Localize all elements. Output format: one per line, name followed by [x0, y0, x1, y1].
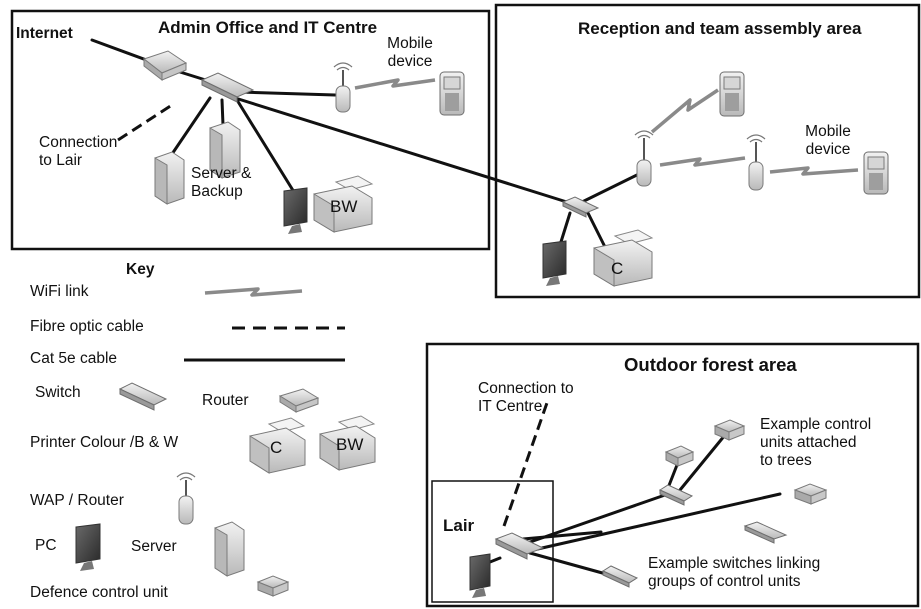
admin-office-title: Admin Office and IT Centre	[158, 18, 378, 37]
switch-icon	[118, 382, 168, 411]
control-units-line2: units attached	[760, 434, 857, 451]
mobile-device-line1: Mobile	[387, 35, 433, 52]
server-backup-line1: Server &	[191, 165, 252, 182]
key-wap-label: WAP / Router	[30, 492, 124, 509]
key-router-label: Router	[202, 392, 249, 409]
switch-icon	[601, 565, 639, 588]
connection-to-lair-line1: Connection	[39, 134, 118, 151]
key-fibre-label: Fibre optic cable	[30, 318, 144, 335]
lair-box	[431, 480, 554, 603]
control-units-label: Example control units attached to trees	[760, 416, 871, 470]
printer-colour-label: C	[611, 259, 624, 278]
switch-icon	[200, 72, 255, 103]
switches-line1: Example switches linking	[648, 555, 821, 572]
reception-box	[494, 3, 921, 299]
pc-icon	[542, 240, 567, 286]
wifi-links	[204, 78, 859, 297]
control-unit-icon	[793, 483, 828, 505]
mobile-device-icon	[719, 71, 745, 117]
key-pc-label: PC	[35, 537, 57, 554]
key-title: Key	[126, 261, 155, 278]
control-unit-icon	[664, 445, 695, 467]
connection-to-it-line1: Connection to	[478, 380, 574, 397]
server-icon	[209, 121, 241, 179]
lair-title: Lair	[443, 516, 475, 535]
server-backup-label: Server & Backup	[191, 165, 251, 201]
router-icon	[142, 50, 188, 82]
server-icon	[154, 151, 185, 205]
key-defence-label: Defence control unit	[30, 584, 168, 601]
switch-icon	[561, 196, 600, 218]
pc-icon	[469, 553, 491, 598]
pc-icon	[283, 187, 308, 234]
control-unit-icon	[256, 575, 290, 597]
router-icon	[278, 388, 320, 413]
internet-label: Internet	[16, 25, 73, 42]
switch-icon	[658, 484, 694, 506]
fibre-cables	[117, 103, 550, 527]
mobile-device-line1: Mobile	[805, 123, 851, 140]
cat5e-cables	[90, 38, 782, 576]
key-printer-bw-label: BW	[336, 435, 364, 454]
mobile-device-icon	[439, 71, 465, 116]
key-cat5e-label: Cat 5e cable	[30, 350, 118, 367]
wap-icon	[333, 62, 353, 113]
key-printer-c-label: C	[270, 438, 283, 457]
mobile-device-line2: device	[805, 141, 851, 158]
connection-to-lair-label: Connection to Lair	[39, 134, 117, 170]
printer-bw-icon	[313, 175, 374, 233]
connection-to-it-line2: IT Centre	[478, 398, 543, 415]
key-wifi-label: WiFi link	[30, 283, 89, 300]
connection-to-it-label: Connection to IT Centre	[478, 380, 574, 416]
server-backup-line2: Backup	[191, 183, 243, 200]
switches-label: Example switches linking groups of contr…	[648, 555, 820, 591]
control-unit-icon	[713, 419, 746, 441]
switch-icon	[743, 521, 788, 544]
wap-icon	[746, 134, 766, 191]
reception-title: Reception and team assembly area	[578, 19, 862, 38]
admin-office-box	[10, 9, 491, 251]
key-printer-label: Printer Colour /B & W	[30, 434, 179, 451]
mobile-device-line2: device	[387, 53, 433, 70]
mobile-device-label: Mobile device	[798, 123, 858, 159]
server-icon	[214, 521, 245, 577]
printer-bw-label: BW	[330, 197, 358, 216]
control-units-line3: to trees	[760, 452, 812, 469]
connection-to-lair-line2: to Lair	[39, 152, 83, 169]
printer-colour-icon	[249, 417, 306, 474]
switches-line2: groups of control units	[648, 573, 801, 590]
mobile-device-icon	[863, 151, 889, 195]
printer-bw-icon	[319, 415, 376, 471]
wap-icon	[176, 472, 196, 525]
outdoor-title: Outdoor forest area	[624, 354, 797, 375]
key-server-label: Server	[131, 538, 177, 555]
wap-icon	[634, 130, 654, 187]
outdoor-box	[425, 342, 920, 608]
key-switch-label: Switch	[35, 384, 81, 401]
switch-icon	[494, 532, 545, 560]
control-units-line1: Example control	[760, 416, 872, 433]
pc-icon	[75, 523, 101, 571]
mobile-device-label: Mobile device	[380, 35, 440, 71]
printer-colour-icon	[593, 229, 654, 287]
